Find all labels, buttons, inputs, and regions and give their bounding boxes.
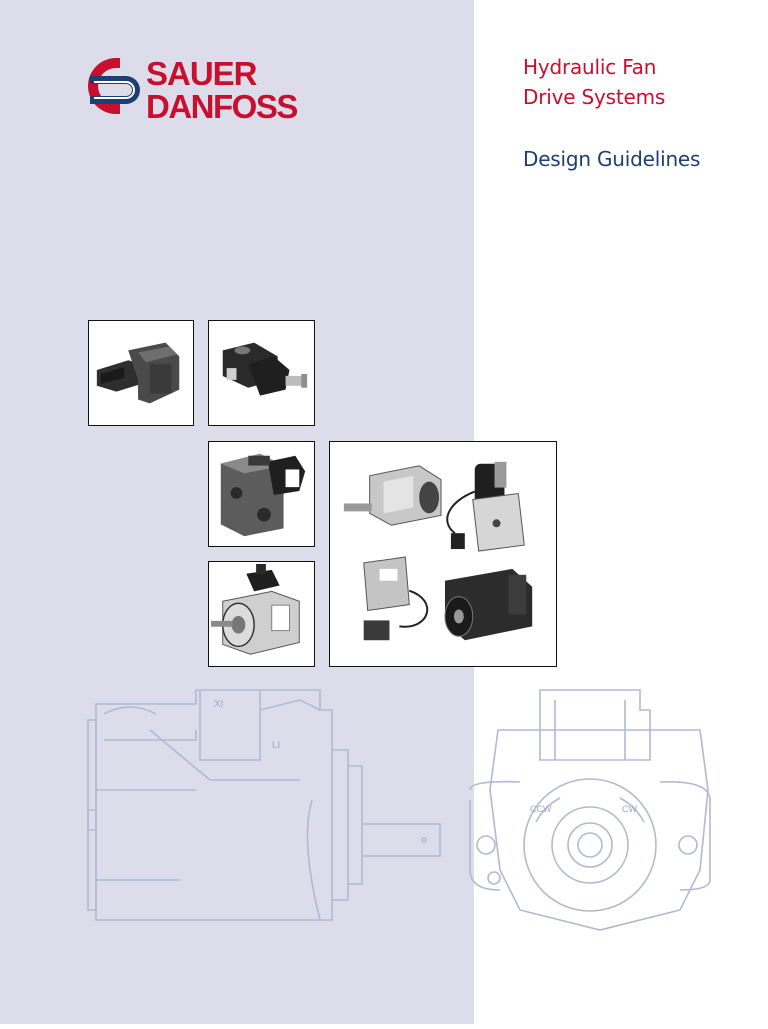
pump-valve-icon [220, 453, 306, 537]
logo-emblem-icon [88, 58, 140, 114]
front-view-drawing [469, 689, 711, 931]
logo-word-danfoss: DANFOSS [146, 88, 297, 124]
photo-pump-valve-assembly [208, 441, 315, 547]
controller-icon [96, 342, 180, 404]
pump-technical-drawing: XI LI CCW CW [0, 670, 768, 1024]
port-label-l1: LI [272, 740, 280, 751]
rotation-label-ccw: CCW [530, 804, 552, 814]
photo-gear-pump [208, 561, 315, 667]
sauer-danfoss-logo: SAUER DANFOSS [86, 54, 326, 124]
gear-pump-icon [210, 563, 300, 655]
photo-electronic-controller [88, 320, 194, 426]
side-view-drawing [87, 689, 441, 921]
valve-icon [222, 342, 308, 396]
document-subtitle: Design Guidelines [523, 147, 701, 171]
logo-word-sauer: SAUER [146, 55, 258, 92]
port-label-x1: XI [214, 699, 223, 710]
rotation-label-cw: CW [622, 804, 637, 814]
title-line-2: Drive Systems [523, 85, 666, 109]
photo-proportional-valve [208, 320, 315, 426]
photo-product-group [329, 441, 557, 667]
hydraulic-motor-icon [444, 568, 533, 641]
solenoid-valve-icon [446, 461, 525, 552]
document-title: Hydraulic Fan Drive Systems [523, 52, 665, 112]
control-module-icon [363, 556, 429, 641]
title-line-1: Hydraulic Fan [523, 55, 657, 79]
motor-icon [343, 465, 442, 526]
